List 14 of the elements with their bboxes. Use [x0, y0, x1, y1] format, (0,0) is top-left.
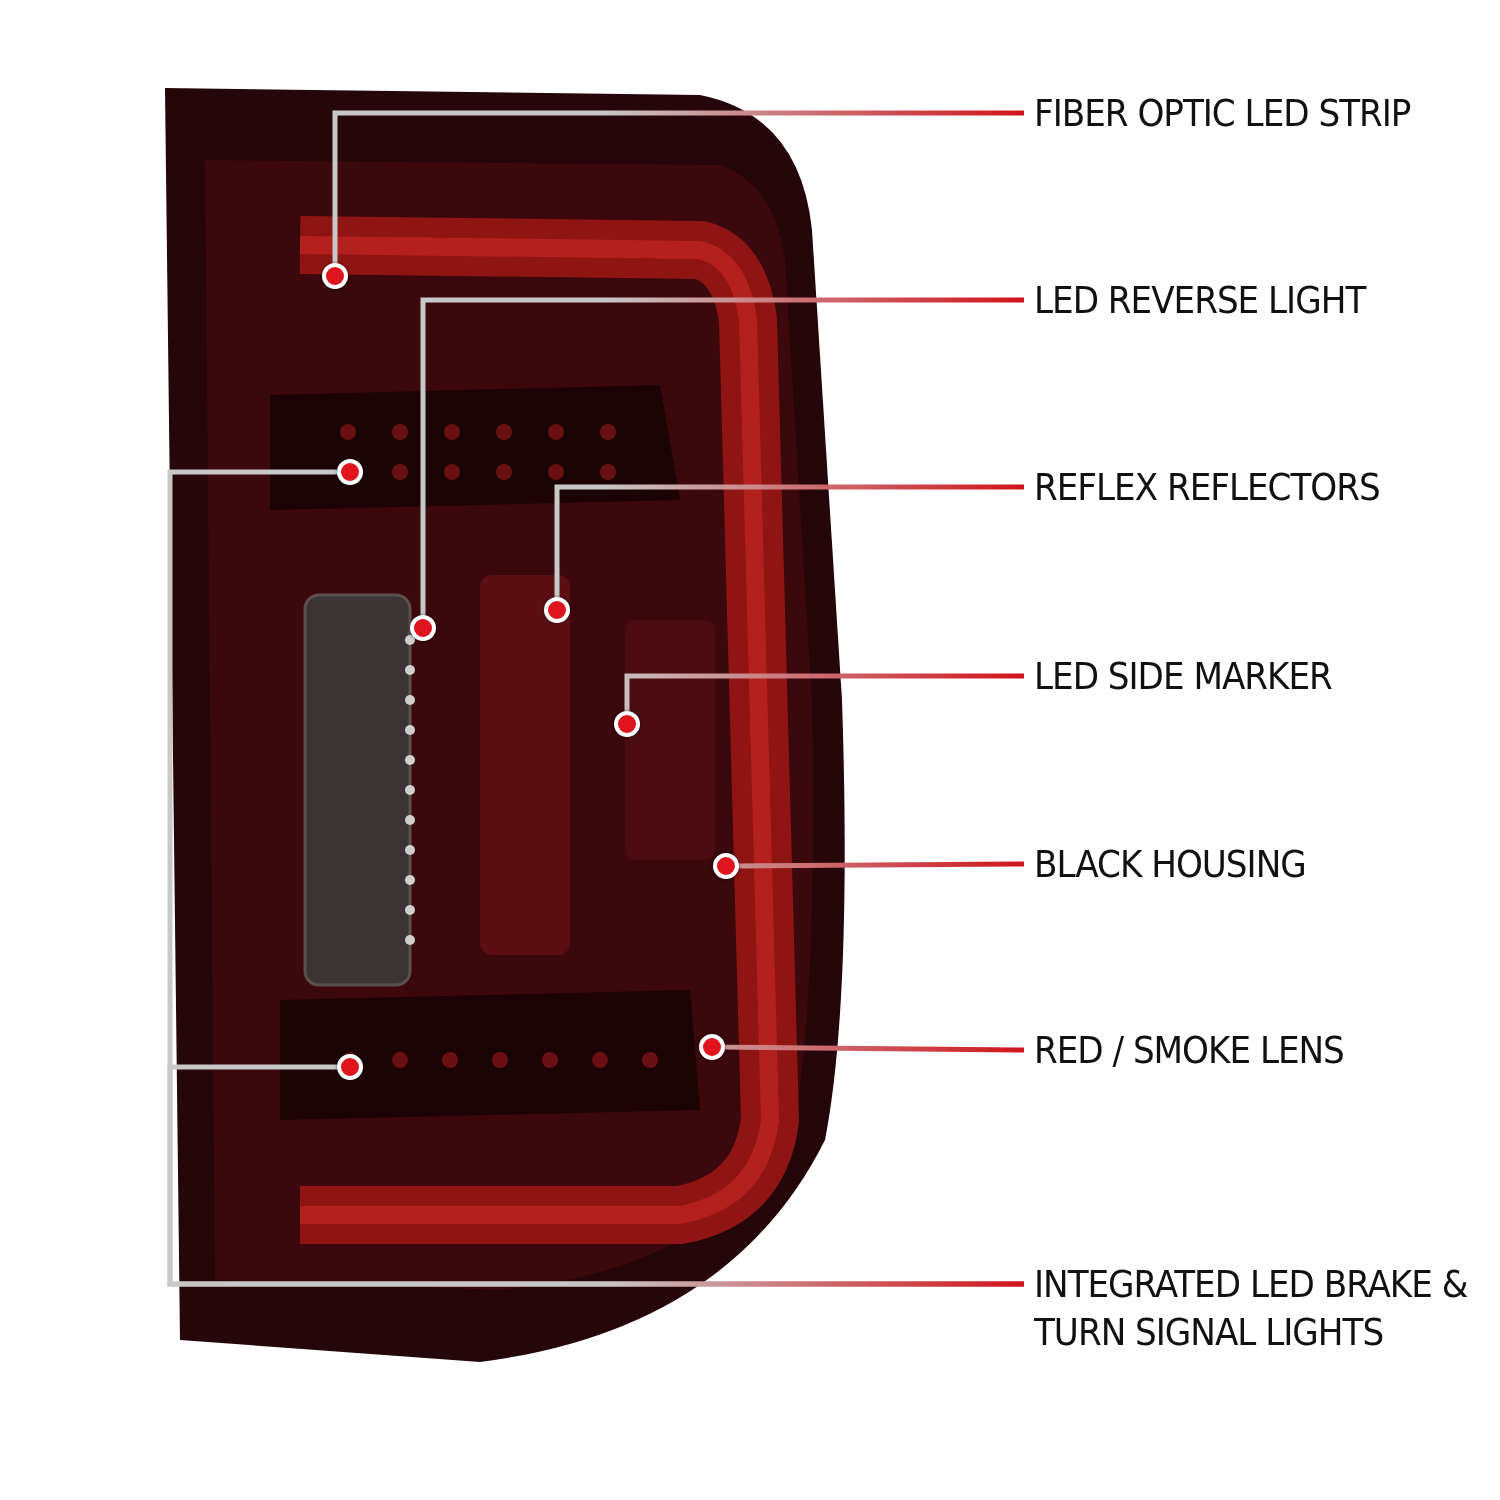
callout-label: FIBER OPTIC LED STRIP: [1024, 89, 1411, 137]
callout-label: RED / SMOKE LENS: [1024, 1026, 1344, 1074]
leader-line: [724, 1044, 1025, 1053]
callout-label: BLACK HOUSING: [1024, 840, 1306, 888]
leader-line: [554, 484, 1024, 597]
leader-line: [739, 861, 1024, 869]
leader-line: [332, 110, 1024, 263]
callout-label: LED REVERSE LIGHT: [1024, 276, 1366, 324]
callout-label: INTEGRATED LED BRAKE & TURN SIGNAL LIGHTS: [1024, 1260, 1489, 1356]
leader-line: [420, 297, 1024, 615]
leader-line: [167, 1064, 1024, 1287]
callout-label: LED SIDE MARKER: [1024, 652, 1332, 700]
leader-line: [624, 673, 1024, 711]
callout-label: REFLEX REFLECTORS: [1024, 463, 1380, 511]
